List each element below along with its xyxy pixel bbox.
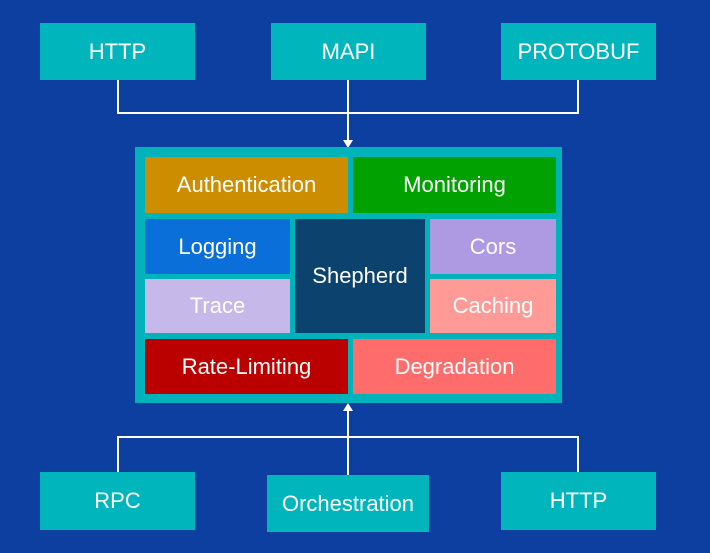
- module-logging-label: Logging: [178, 233, 257, 259]
- module-degradation: Degradation: [353, 339, 556, 394]
- bottom-input-http-label: HTTP: [549, 488, 608, 513]
- bottom-input-rpc-label: RPC: [94, 488, 141, 513]
- module-caching: Caching: [430, 279, 556, 333]
- module-cors-label: Cors: [469, 233, 517, 259]
- module-cors: Cors: [430, 219, 556, 274]
- bottom-input-orchestration: Orchestration: [267, 475, 429, 532]
- module-trace-label: Trace: [189, 293, 246, 318]
- bottom-arrowhead-icon: [343, 403, 353, 411]
- top-input-mapi-label: MAPI: [321, 38, 376, 64]
- module-rate-limiting-label: Rate-Limiting: [181, 353, 312, 379]
- top-arrowhead-icon: [343, 140, 353, 148]
- module-caching-label: Caching: [452, 293, 534, 318]
- module-authentication: Authentication: [145, 157, 348, 213]
- top-input-protobuf: PROTOBUF: [501, 23, 656, 80]
- module-authentication-label: Authentication: [176, 172, 317, 197]
- top-input-http: HTTP: [40, 23, 195, 80]
- module-trace: Trace: [145, 279, 290, 333]
- module-rate-limiting: Rate-Limiting: [145, 339, 348, 394]
- module-monitoring-label: Monitoring: [403, 172, 506, 197]
- bottom-input-http: HTTP: [501, 472, 656, 530]
- module-monitoring: Monitoring: [353, 157, 556, 213]
- gateway-core: Authentication Monitoring Logging Trace …: [135, 147, 562, 403]
- shepherd-center: Shepherd: [295, 219, 425, 333]
- bottom-input-rpc: RPC: [40, 472, 195, 530]
- top-input-protobuf-label: PROTOBUF: [517, 38, 640, 64]
- shepherd-label: Shepherd: [312, 263, 408, 288]
- module-logging: Logging: [145, 219, 290, 274]
- top-input-http-label: HTTP: [88, 38, 147, 64]
- top-input-mapi: MAPI: [271, 23, 426, 80]
- bottom-input-orchestration-label: Orchestration: [281, 490, 415, 516]
- module-degradation-label: Degradation: [394, 353, 515, 379]
